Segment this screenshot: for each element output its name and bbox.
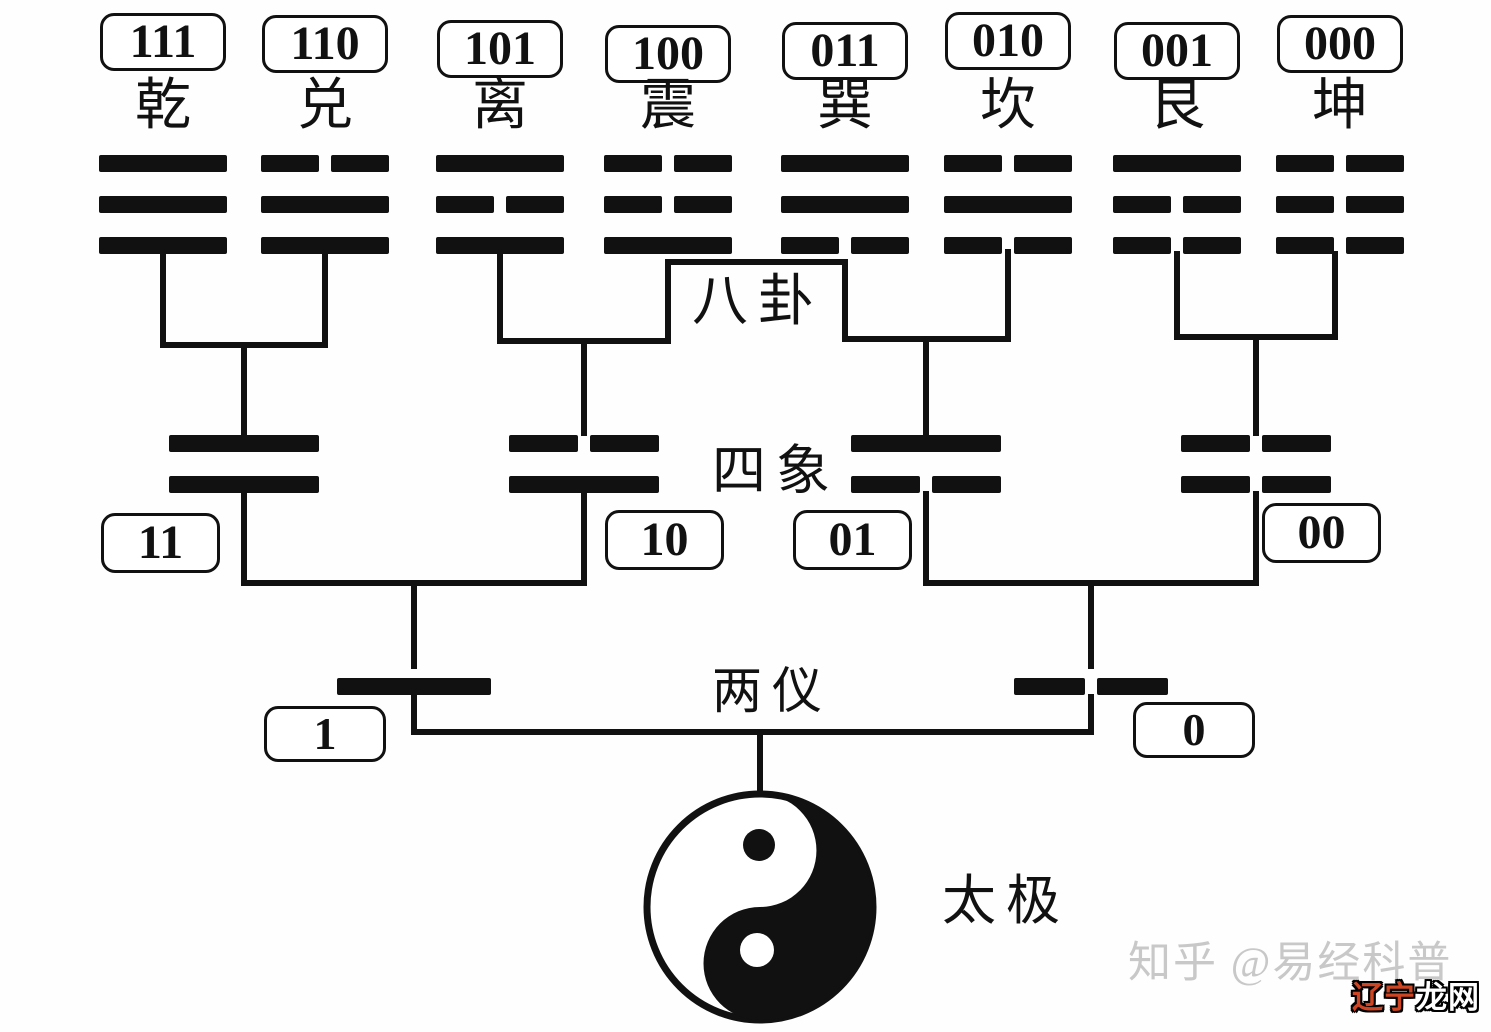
level-label-bagua: 八卦	[692, 271, 824, 333]
level-label-taiji: 太极	[942, 871, 1070, 931]
trigram-line-segment	[1183, 196, 1241, 213]
trigram-line-segment	[674, 196, 732, 213]
trigram-line-segment	[1113, 196, 1171, 213]
trigram-line-segment	[851, 237, 909, 254]
trigram-line-segment	[1276, 155, 1334, 172]
trigram-line-segment	[1014, 237, 1072, 254]
trigram-name-101: 离	[472, 75, 528, 137]
trigram-line	[604, 237, 732, 254]
digram-line-segment	[1181, 435, 1250, 452]
taiji-symbol	[643, 790, 877, 1024]
trigram-line	[99, 155, 227, 172]
monogram-line	[337, 678, 491, 695]
trigram-line	[261, 196, 389, 213]
digram-line-segment	[590, 435, 659, 452]
trigram-line-segment	[1276, 237, 1334, 254]
binary-badge-101: 101	[437, 20, 563, 78]
bracket-yang-yin	[411, 694, 1094, 735]
digram-line	[169, 476, 319, 493]
trigram-line-segment	[674, 155, 732, 172]
monogram-line-segment	[1097, 678, 1168, 695]
trigram-line-segment	[436, 196, 494, 213]
trigram-line-segment	[1113, 237, 1171, 254]
trigram-name-100: 震	[640, 75, 696, 137]
logo-longwang-text: 龙网	[1416, 980, 1480, 1015]
trigram-name-110: 兑	[297, 75, 353, 137]
binary-badge-100: 100	[605, 25, 731, 83]
monogram-line-segment	[1014, 678, 1085, 695]
taiji-yin-half	[703, 794, 873, 1020]
trigram-name-010: 坎	[980, 75, 1036, 137]
binary-badge-111: 111	[100, 13, 226, 71]
site-logo: 辽宁龙网	[1352, 982, 1480, 1013]
trigram-line-segment	[604, 155, 662, 172]
taiji-yang-dot	[740, 933, 774, 967]
binary-badge-10: 10	[605, 510, 724, 570]
bracket-li-zhen-and-bagua-bridge	[497, 248, 1011, 344]
trigram-line-segment	[1183, 237, 1241, 254]
trigram-line-segment	[1276, 196, 1334, 213]
trigram-line-segment	[1346, 155, 1404, 172]
digram-line	[851, 435, 1001, 452]
trigram-line-segment	[944, 237, 1002, 254]
trigram-line	[781, 155, 909, 172]
trigram-line-segment	[944, 155, 1002, 172]
binary-badge-000: 000	[1277, 15, 1403, 73]
digram-line-segment	[509, 435, 578, 452]
watermark-credit: 知乎 @易经科普	[1128, 940, 1453, 987]
trigram-line-segment	[604, 196, 662, 213]
binary-badge-010: 010	[945, 12, 1071, 70]
trigram-line-segment	[331, 155, 389, 172]
binary-badge-0: 0	[1133, 702, 1255, 758]
digram-line-segment	[932, 476, 1001, 493]
binary-badge-1: 1	[264, 706, 386, 762]
bracket-gen-kun	[1174, 251, 1338, 436]
trigram-line	[436, 237, 564, 254]
binary-badge-01: 01	[793, 510, 912, 570]
bracket-01-00	[923, 491, 1259, 669]
binary-badge-001: 001	[1114, 22, 1240, 80]
trigram-name-011: 巽	[817, 75, 873, 137]
digram-line-segment	[1262, 476, 1331, 493]
binary-badge-110: 110	[262, 15, 388, 73]
binary-badge-00: 00	[1262, 503, 1381, 563]
trigram-line	[436, 155, 564, 172]
trigram-line	[781, 196, 909, 213]
binary-badge-11: 11	[101, 513, 220, 573]
trigram-line	[1113, 155, 1241, 172]
bracket-11-10	[241, 491, 587, 669]
trigram-line	[261, 237, 389, 254]
digram-line	[509, 476, 659, 493]
trigram-line	[944, 196, 1072, 213]
trigram-line-segment	[1346, 196, 1404, 213]
trigram-line-segment	[261, 155, 319, 172]
trigram-line-segment	[781, 237, 839, 254]
logo-liaoning-text: 辽宁	[1352, 980, 1416, 1015]
trigram-name-111: 乾	[135, 75, 191, 137]
digram-line-segment	[851, 476, 920, 493]
trigram-name-001: 艮	[1149, 75, 1205, 137]
trigram-line-segment	[1014, 155, 1072, 172]
digram-line-segment	[1181, 476, 1250, 493]
trigram-line-segment	[506, 196, 564, 213]
digram-line	[169, 435, 319, 452]
binary-badge-011: 011	[782, 22, 908, 80]
taiji-yin-dot	[743, 829, 775, 861]
trigram-line	[99, 196, 227, 213]
trigram-name-000: 坤	[1312, 75, 1368, 137]
digram-line-segment	[1262, 435, 1331, 452]
level-label-liangyi: 两仪	[712, 663, 832, 719]
trigram-line-segment	[1346, 237, 1404, 254]
level-label-sixiang: 四象	[712, 441, 840, 501]
trigram-line	[99, 237, 227, 254]
bracket-qian-dui	[160, 254, 328, 436]
